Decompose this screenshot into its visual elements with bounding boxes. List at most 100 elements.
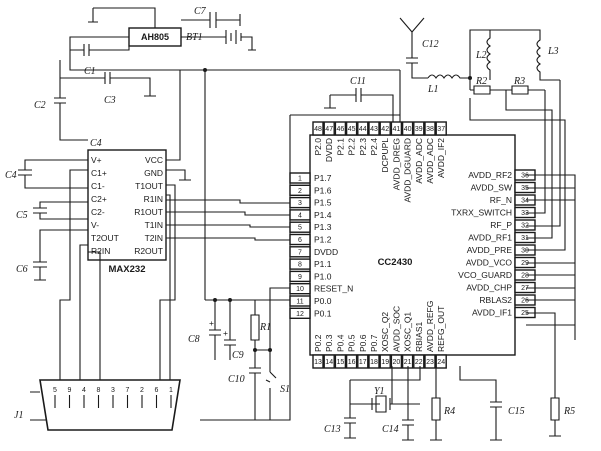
db9-pin-number: 3	[111, 387, 115, 394]
db9-pin-number: 2	[140, 387, 144, 394]
l3-label: L3	[547, 46, 559, 57]
db9-pin-number: 9	[68, 387, 72, 394]
cc2430-pin-number: 44	[359, 126, 367, 133]
cc2430-pin-label: P0.1	[314, 308, 332, 318]
cc2430-body	[309, 134, 516, 356]
max232-left-pin-label: C2-	[91, 207, 105, 217]
cc2430-pin-box	[435, 121, 447, 136]
db9-pin-number: 4	[82, 387, 86, 394]
max232-left-pin-label: T2OUT	[91, 233, 119, 243]
cc2430-pin-number: 3	[298, 200, 302, 207]
cc2430-pin-number: 48	[314, 126, 322, 133]
cc2430-pin-number: 47	[325, 126, 333, 133]
cc2430-pin-number: 46	[337, 126, 345, 133]
db9-pin-number: 7	[126, 387, 130, 394]
r1-label: R1	[259, 322, 271, 333]
cc2430-pin-number: 6	[298, 237, 302, 244]
cc2430-pin-number: 16	[348, 359, 356, 366]
db9-pin-number: 1	[169, 387, 173, 394]
cc2430-pin-label: AVDD_IF2	[436, 138, 446, 178]
cc2430-pin-label: P0.3	[324, 334, 334, 352]
c7-label: C7	[194, 6, 207, 17]
cc2430-pin-number: 38	[426, 126, 434, 133]
cc2430-pin-label: P2.4	[369, 138, 379, 156]
cc2430-pin-label: RF_P	[490, 220, 512, 230]
max232-left-pin-label: V+	[91, 155, 102, 165]
max232-left-pin-label: C1+	[91, 168, 107, 178]
cc2430-pin-box	[390, 121, 403, 136]
cc2430-pin-number: 28	[521, 273, 529, 280]
db9-pin-number: 5	[53, 387, 57, 394]
cc2430-pin-label: VCO_GUARD	[458, 270, 512, 280]
cc2430-pin-number: 18	[370, 359, 378, 366]
power-section: AH805 C7 BT1 C1 C3 C2	[34, 6, 400, 300]
cc2430-pin-number: 9	[298, 274, 302, 281]
cc2430-pin-box	[312, 354, 324, 369]
cc2430-pin-label: AVDD_REFG	[425, 301, 435, 352]
cc2430-pin-number: 1	[298, 176, 302, 183]
c11-label: C11	[350, 76, 366, 87]
cc2430-pin-label: P1.3	[314, 222, 332, 232]
cc2430-pin-label: TXRX_SWITCH	[451, 208, 512, 218]
cc2430-pin-number: 26	[521, 298, 529, 305]
cc2430-pin-number: 39	[415, 126, 423, 133]
cc2430-pin-number: 11	[296, 299, 303, 306]
r5-label: R5	[563, 406, 575, 417]
cc2430-pin-label: P1.0	[314, 271, 332, 281]
cc2430-pin-number: 24	[437, 359, 445, 366]
cc2430-pin-label: DVDD	[314, 247, 338, 257]
cc2430-pin-box	[345, 354, 358, 369]
cc2430-pin-box	[379, 354, 391, 369]
cc2430-pin-number: 20	[393, 359, 401, 366]
cc2430-pin-label: DCPUPL	[380, 138, 390, 173]
r4-label: R4	[443, 406, 455, 417]
cc2430-pin-number: 32	[521, 223, 529, 230]
cc2430-pin-box	[312, 121, 324, 136]
y1-label: Y1	[374, 386, 385, 397]
cc2430-pin-box	[413, 121, 425, 136]
cc2430-pin-label: AVDD_ADC	[414, 138, 424, 184]
c2-label: C2	[34, 100, 46, 111]
cc2430-pin-number: 25	[521, 310, 529, 317]
c1-label: C1	[84, 66, 96, 77]
c9-label: C9	[232, 350, 244, 361]
cc2430-pin-box	[401, 121, 414, 136]
cc2430-pin-label: P2.3	[358, 138, 368, 156]
cc2430-pin-label: AVDD_VCO	[466, 258, 513, 268]
cc2430-pin-number: 10	[296, 286, 304, 293]
cc2430-pin-number: 33	[521, 210, 529, 217]
cc2430-pin-label: P1.6	[314, 185, 332, 195]
cc2430-pin-number: 14	[325, 359, 333, 366]
cc2430-pin-label: AVDD_SW	[471, 183, 512, 193]
cc2430-pin-number: 30	[521, 248, 529, 255]
cc2430-pin-label: AVDD_RF2	[468, 170, 512, 180]
c8-plus: +	[209, 318, 214, 328]
l1-label: L1	[427, 84, 439, 95]
cc2430-pin-number: 43	[370, 126, 378, 133]
cc2430-pin-number: 2	[298, 188, 302, 195]
cc2430-pin-label: P1.2	[314, 235, 332, 245]
cc2430-pin-label: P0.4	[335, 334, 345, 352]
cc2430-pin-label: RESET_N	[314, 284, 353, 294]
cc2430-pin-box	[435, 354, 447, 369]
cc2430-pin-label: P0.7	[369, 334, 379, 352]
cc2430-pin-label: P2.0	[313, 138, 323, 156]
cc2430-pin-label: RBLAS2	[479, 295, 512, 305]
max232-ref: C4	[90, 138, 102, 149]
cc2430-pin-box	[357, 121, 369, 136]
cc2430-pin-number: 8	[298, 262, 302, 269]
cc2430-pin-number: 17	[359, 359, 367, 366]
cc2430-pin-number: 40	[404, 126, 412, 133]
cc2430-pin-label: AVDD_PRE	[467, 245, 513, 255]
cc2430-pin-label: P2.2	[347, 138, 357, 156]
cc2430-pin-label: P0.0	[314, 296, 332, 306]
r3-label: R3	[513, 76, 525, 87]
cc2430-pin-number: 22	[415, 359, 423, 366]
cc2430-pin-label: AVDD_DREG	[391, 138, 401, 190]
max232-right-pin-label: T1OUT	[135, 181, 163, 191]
max232-left-pin-label: C1-	[91, 181, 105, 191]
cc2430-pin-number: 23	[426, 359, 434, 366]
cc2430-pin-box	[379, 121, 391, 136]
cc2430-pin-box	[323, 354, 335, 369]
